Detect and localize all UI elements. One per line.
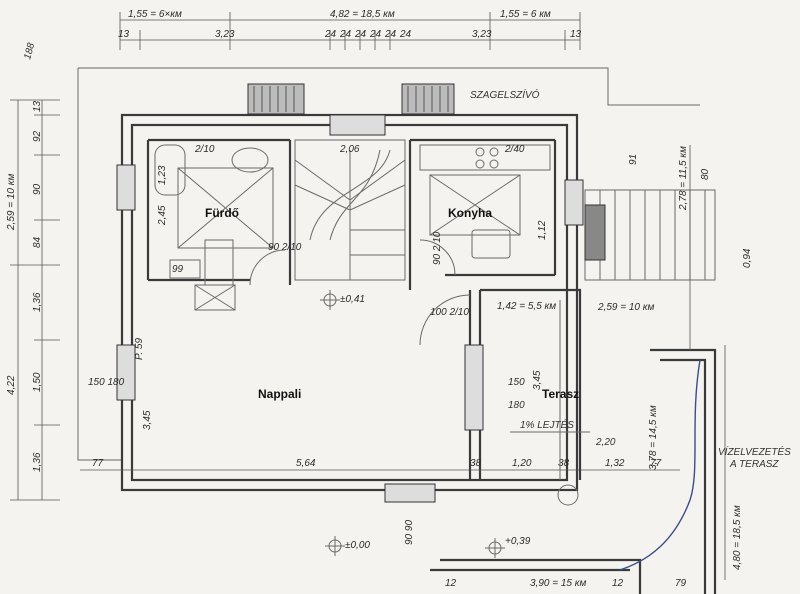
right-dim-terrace-bottom: 4,80 = 18,5 км xyxy=(732,505,743,570)
site-outline-left xyxy=(77,68,122,461)
left-dim-small-3: 90 xyxy=(32,183,43,195)
top-dim-right-total: 1,55 = 6 км xyxy=(500,9,551,20)
top-dim-left-span: 3,23 xyxy=(215,29,235,40)
bottom-mid-dim: 38 xyxy=(470,458,482,469)
shower-tray-icon xyxy=(194,284,236,311)
terrace-bottom-mid: 79 xyxy=(675,578,687,589)
window-right-hand: 180 xyxy=(508,400,525,411)
note-elev: 2,20 xyxy=(595,437,616,448)
left-dim-total-bottom: 4,22 xyxy=(6,375,17,395)
bottom-mid2-dim: 1,20 xyxy=(512,458,532,469)
left-dim-small-6: 1,50 xyxy=(32,372,43,392)
window-right-dim: 150 xyxy=(508,377,525,388)
room-terrace: Terasz xyxy=(542,387,579,401)
bottom-wall-dim: 5,64 xyxy=(296,458,316,469)
bath-door-swing xyxy=(249,249,286,286)
top-dim-right-span: 3,23 xyxy=(472,29,492,40)
left-dim-small-2: 92 xyxy=(32,130,43,142)
bottom-right-a-dim: 38 xyxy=(558,458,570,469)
front-window-dim: 90 90 xyxy=(404,520,415,545)
top-dim-left-total: 1,55 = 6×км xyxy=(128,9,182,20)
windows xyxy=(116,114,584,503)
level-terrace: +0,39 xyxy=(505,536,531,547)
bottom-left-dim: 77 xyxy=(92,458,104,469)
left-dim-small-1: 13 xyxy=(32,100,43,112)
left-dim-small-7: 1,36 xyxy=(32,452,43,472)
left-dim-small-5: 1,36 xyxy=(32,292,43,312)
right-dim-stair-total: 2,78 = 11,5 км xyxy=(678,146,689,211)
top-dim-center-small-1: 24 xyxy=(324,29,337,40)
terrace-bottom-right: 12 xyxy=(612,578,624,589)
bath-top-dim: 2/10 xyxy=(194,144,215,155)
kitchen-door-swing xyxy=(419,239,456,276)
bath-door-dim: 90 2/10 xyxy=(268,242,302,253)
bathroom-fixtures xyxy=(154,144,274,286)
shower-tray-cross-b xyxy=(194,284,236,311)
terrace-bottom-left: 12 xyxy=(445,578,457,589)
top-dim-center-small-4: 24 xyxy=(369,29,382,40)
wall-left-dim: 3,45 xyxy=(142,410,153,430)
note-corner: SZAGELSZÍVÓ xyxy=(470,88,540,101)
kitchen-wall-dim: 1,12 xyxy=(537,220,548,240)
kitchen-fixtures xyxy=(419,144,551,259)
top-dim-center-total: 4,82 = 18,5 км xyxy=(330,9,395,20)
living-door-dim: 100 2/10 xyxy=(430,307,469,318)
level-marker-ground-icon xyxy=(325,536,345,556)
room-kitchen: Konyha xyxy=(448,206,492,220)
level-marker-terrace-icon xyxy=(485,538,505,558)
top-dim-left-small: 13 xyxy=(118,29,130,40)
top-dim-center-small-3: 24 xyxy=(354,29,367,40)
stairs-top-dim: 2,06 xyxy=(339,144,360,155)
sheet-number: 188 xyxy=(22,41,37,60)
room-living: Nappali xyxy=(258,387,301,401)
window-left-p: P. 59 xyxy=(134,338,145,360)
vent-right-icon xyxy=(401,83,455,115)
top-dimension-chain xyxy=(119,12,581,50)
room-bathroom: Fürdő xyxy=(205,206,239,220)
left-dim-small-4: 84 xyxy=(32,236,43,248)
level-upper: ±0,41 xyxy=(340,294,365,305)
kitchen-top-dim: 2/40 xyxy=(504,144,525,155)
staircase-icon xyxy=(294,139,406,281)
vent-left-icon xyxy=(247,83,305,115)
terrace-outline xyxy=(430,288,717,594)
top-dim-center-small-5: 24 xyxy=(384,29,397,40)
bath-small-dim: 99 xyxy=(172,264,184,275)
bath-wall-dim: 2,45 xyxy=(157,205,168,226)
site-outline-top xyxy=(78,67,700,106)
top-dim-center-small-2: 24 xyxy=(339,29,352,40)
right-dim-small-a: 91 xyxy=(628,154,639,165)
kitchen-door-dim: 90 2/10 xyxy=(432,231,443,265)
terrace-bottom-total: 3,90 = 15 км xyxy=(530,578,586,589)
living-door-swing xyxy=(419,294,471,346)
note-slope: 1% LEJTÉS xyxy=(520,418,574,431)
bath-wall-dim-2: 1,23 xyxy=(157,165,168,185)
right-dim-small-b: 80 xyxy=(700,168,711,180)
level-marker-upper-icon xyxy=(320,290,340,310)
top-dim-right-small: 13 xyxy=(570,29,582,40)
left-dimension-chain xyxy=(10,99,60,501)
drain-icon xyxy=(557,484,579,506)
drainage-curve xyxy=(619,359,701,571)
wall-right-dim: 3,45 xyxy=(532,370,543,390)
kitchen-window-dim: 1,42 = 5,5 км xyxy=(497,301,556,312)
bottom-right-b-dim: 1,32 xyxy=(605,458,625,469)
right-dim-terrace-total: 3,78 = 14,5 км xyxy=(648,405,659,470)
bottom-right-c-dim: 77 xyxy=(650,458,662,469)
vent-hatching xyxy=(253,86,449,112)
left-dim-total-top: 2,59 = 10 км xyxy=(6,174,17,231)
level-ground: ±0,00 xyxy=(345,540,370,551)
window-left-dim: 150 180 xyxy=(88,377,125,388)
right-dim-small-c: 0,94 xyxy=(742,248,753,268)
stair-run-dim: 2,59 = 10 км xyxy=(597,302,654,313)
top-dim-center-small-6: 24 xyxy=(399,29,412,40)
